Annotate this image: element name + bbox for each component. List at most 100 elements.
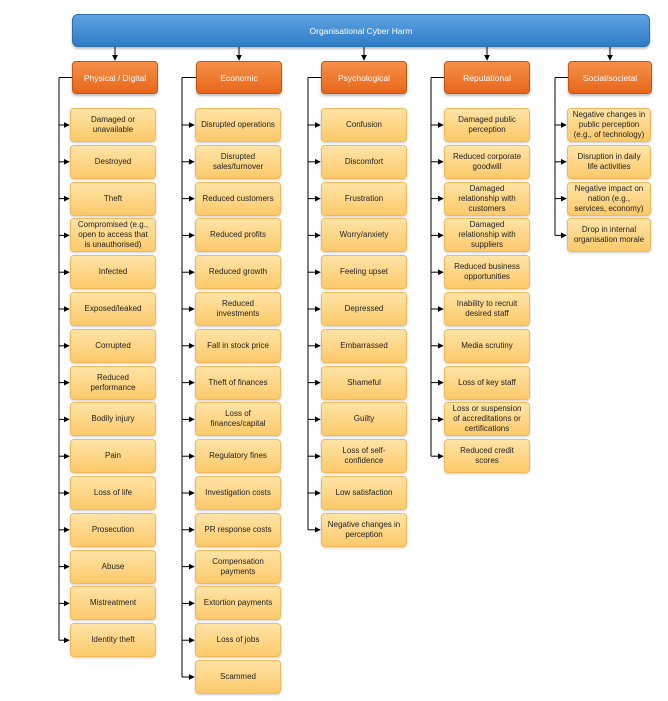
item-label: Fall in stock price xyxy=(207,340,269,350)
category-label: Social/societal xyxy=(582,72,638,83)
item-label: Reduced credit scores xyxy=(460,446,514,466)
item-label: Damaged public perception xyxy=(458,115,516,134)
item-label: Reduced investments xyxy=(216,299,260,318)
item-label: Inability to recruit desired staff xyxy=(456,299,518,318)
category-label: Physical / Digital xyxy=(83,72,147,83)
economic-item: Fall in stock price xyxy=(195,328,281,363)
item-label: Reduced customers xyxy=(202,193,274,203)
physical-item: Bodily injury xyxy=(70,402,156,437)
item-label: Feeling upset xyxy=(339,267,389,277)
item-label: Shameful xyxy=(347,377,381,387)
item-label: Bodily injury xyxy=(91,414,135,424)
psychological-item: Confusion xyxy=(321,108,407,142)
reputational-item: Loss or suspension of accreditations or … xyxy=(444,402,530,437)
item-label: Media scrutiny xyxy=(461,340,513,350)
item-label: Regulatory fines xyxy=(209,451,267,461)
category-label: Psychological xyxy=(338,72,390,83)
item-label: Loss of jobs xyxy=(216,635,260,645)
physical-item: Loss of life xyxy=(70,476,156,510)
item-label: Damaged or unavailable xyxy=(90,115,136,134)
economic-item: Reduced growth xyxy=(195,255,281,290)
social-item: Drop in internal organisation morale xyxy=(567,218,651,253)
item-label: Discomfort xyxy=(344,156,384,166)
physical-item: Identity theft xyxy=(70,623,156,658)
item-label: Damaged relationship with suppliers xyxy=(458,220,516,250)
item-label: Guilty xyxy=(353,414,375,424)
physical-item: Theft xyxy=(70,181,156,216)
psychological-item: Feeling upset xyxy=(321,255,407,290)
category-label: Reputational xyxy=(463,72,511,83)
item-label: Loss of life xyxy=(93,488,133,497)
economic-item: Reduced profits xyxy=(195,218,281,253)
item-label: Frustration xyxy=(344,193,384,203)
item-label: Scammed xyxy=(219,672,256,681)
item-label: Infected xyxy=(98,267,128,277)
physical-item: Exposed/leaked xyxy=(70,292,156,326)
item-label: Pain xyxy=(104,451,121,461)
economic-item: Loss of jobs xyxy=(195,623,281,658)
economic-item: Loss of finances/capital xyxy=(195,402,281,437)
reputational-item: Damaged public perception xyxy=(444,108,530,142)
economic-item: Reduced investments xyxy=(195,292,281,326)
item-label: Identity theft xyxy=(91,635,135,645)
root-node-label: Organisational Cyber Harm xyxy=(309,25,413,36)
item-label: Loss of self-confidence xyxy=(342,446,386,466)
item-label: Investigation costs xyxy=(205,488,271,497)
item-label: Disrupted operations xyxy=(201,120,275,129)
physical-item: Destroyed xyxy=(70,144,156,179)
economic-item: Investigation costs xyxy=(195,476,281,510)
item-label: Theft of finances xyxy=(208,377,268,387)
physical-item: Damaged or unavailable xyxy=(70,108,156,142)
economic-item: Compensation payments xyxy=(195,549,281,584)
economic-item: Reduced customers xyxy=(195,181,281,216)
psychological-item: Guilty xyxy=(321,402,407,437)
economic-item: Extortion payments xyxy=(195,586,281,621)
category-economic: Economic xyxy=(196,61,282,94)
item-label: Theft xyxy=(103,193,123,203)
item-label: Depressed xyxy=(344,304,384,313)
reputational-item: Media scrutiny xyxy=(444,328,530,363)
item-label: Exposed/leaked xyxy=(84,304,142,313)
item-label: Negative changes in public perception (e… xyxy=(572,110,646,139)
item-label: Prosecution xyxy=(91,524,135,534)
item-label: Loss of key staff xyxy=(458,377,516,387)
category-reputational: Reputational xyxy=(444,61,530,94)
psychological-item: Shameful xyxy=(321,365,407,400)
psychological-item: Depressed xyxy=(321,292,407,326)
item-label: Corrupted xyxy=(95,340,131,350)
physical-item: Reduced performance xyxy=(70,365,156,400)
reputational-item: Damaged relationship with suppliers xyxy=(444,218,530,253)
psychological-item: Low satisfaction xyxy=(321,476,407,510)
physical-item: Infected xyxy=(70,255,156,290)
economic-item: Scammed xyxy=(195,660,281,694)
item-label: Compensation payments xyxy=(212,556,264,576)
item-label: Embarrassed xyxy=(340,340,388,350)
item-label: Low satisfaction xyxy=(335,488,393,497)
item-label: Worry/anxiety xyxy=(339,230,389,240)
item-label: Disrupted sales/turnover xyxy=(212,151,264,171)
item-label: Confusion xyxy=(345,120,383,129)
category-physical: Physical / Digital xyxy=(72,61,158,94)
reputational-item: Inability to recruit desired staff xyxy=(444,292,530,326)
psychological-item: Embarrassed xyxy=(321,328,407,363)
item-label: Reduced profits xyxy=(209,230,267,240)
economic-item: PR response costs xyxy=(195,512,281,547)
item-label: Extortion payments xyxy=(203,598,273,608)
item-label: Reduced corporate goodwill xyxy=(452,151,522,171)
psychological-item: Discomfort xyxy=(321,144,407,179)
reputational-item: Damaged relationship with customers xyxy=(444,181,530,216)
psychological-item: Frustration xyxy=(321,181,407,216)
item-label: Damaged relationship with customers xyxy=(458,183,516,213)
psychological-item: Worry/anxiety xyxy=(321,218,407,253)
social-item: Disruption in daily life activities xyxy=(567,144,651,179)
economic-item: Regulatory fines xyxy=(195,439,281,474)
reputational-item: Reduced corporate goodwill xyxy=(444,144,530,179)
item-label: Negative impact on nation (e.g., service… xyxy=(574,183,644,213)
reputational-item: Reduced credit scores xyxy=(444,439,530,474)
reputational-item: Reduced business opportunities xyxy=(444,255,530,290)
item-label: Reduced performance xyxy=(90,372,136,392)
category-label: Economic xyxy=(220,72,258,83)
item-label: Compromised (e.g., open to access that i… xyxy=(77,220,149,250)
